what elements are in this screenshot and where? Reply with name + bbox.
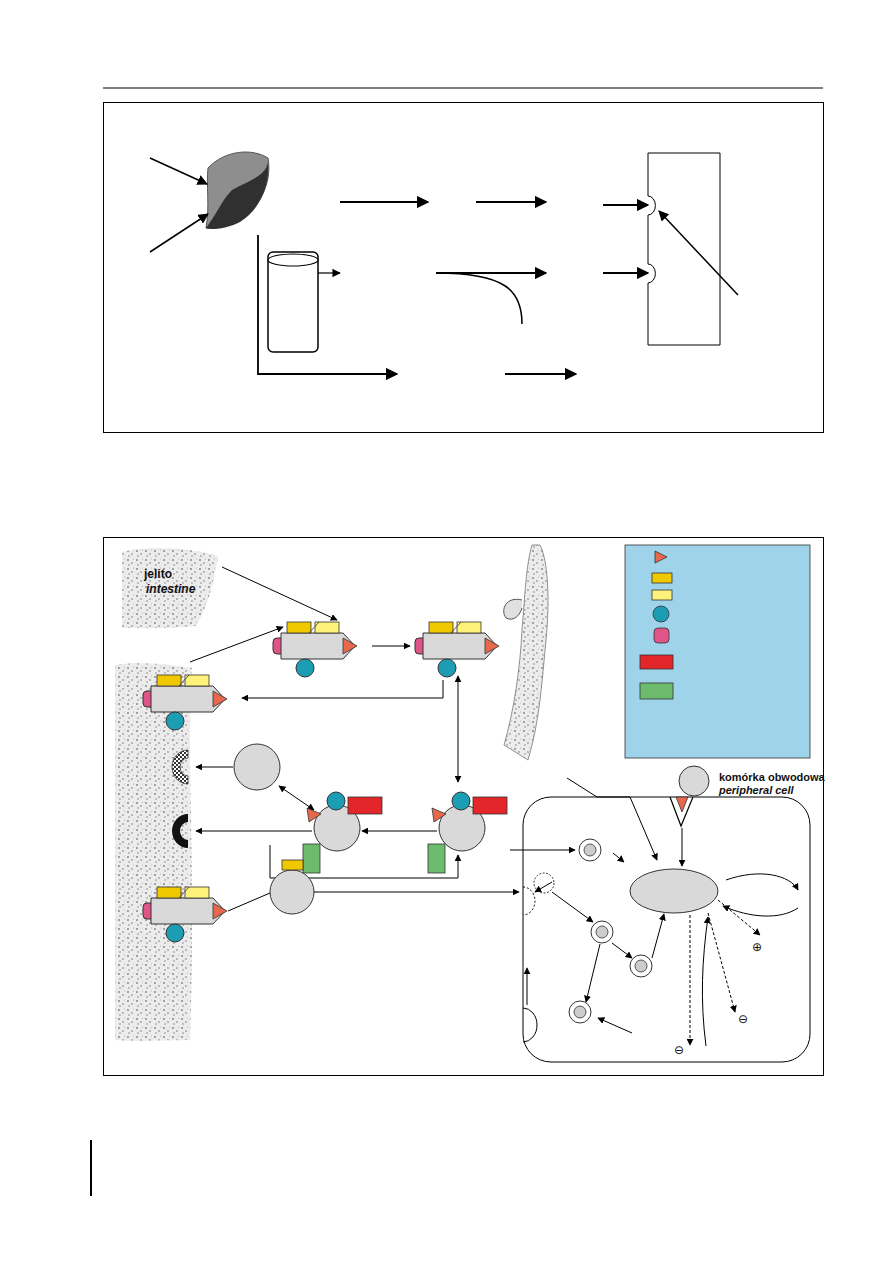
peripheral-cell: komórka obwodowaperipheral cell bbox=[523, 797, 810, 1062]
node-label: intestine bbox=[146, 583, 195, 596]
node-label: komórka obwodowa bbox=[719, 771, 825, 783]
regulation-sign: ⊕ bbox=[752, 941, 762, 953]
node-label: jelito bbox=[144, 568, 172, 581]
regulation-sign: ⊖ bbox=[738, 1013, 748, 1025]
node-label: peripheral cell bbox=[719, 784, 794, 796]
intestine-region: jelito intestine bbox=[122, 552, 218, 628]
regulation-sign: ⊖ bbox=[674, 1044, 684, 1056]
